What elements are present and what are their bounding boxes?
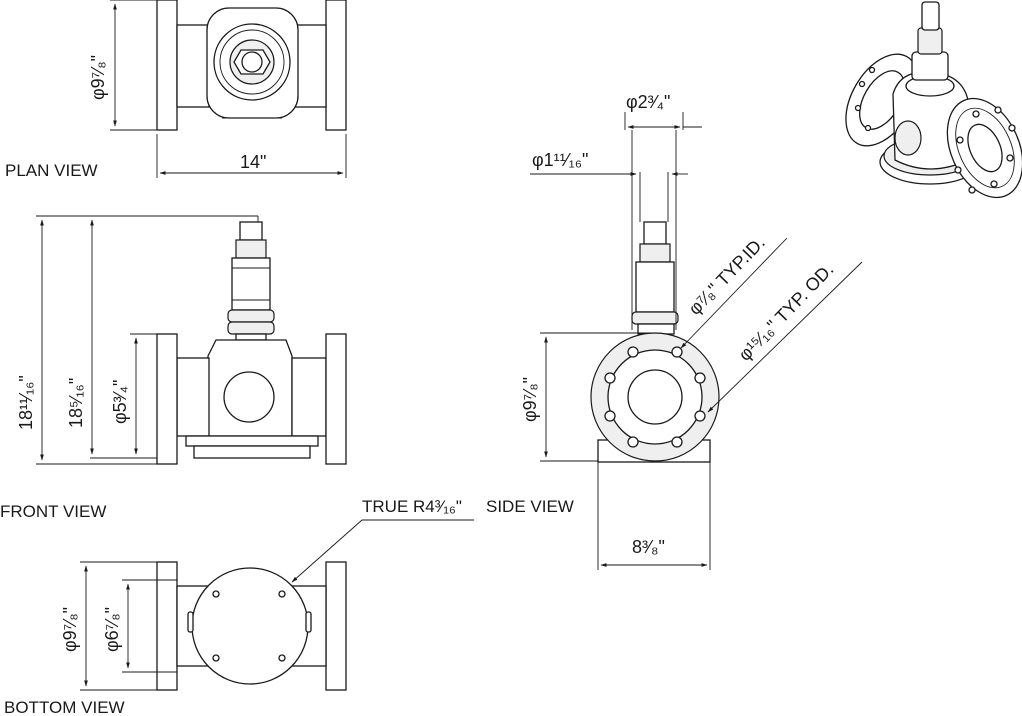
- bottom-view: [156, 561, 347, 691]
- side-dimensions: [530, 112, 863, 570]
- bottom-flange-diameter-label: φ9⁷⁄₈": [60, 607, 80, 652]
- front-port-diameter-label: φ5³⁄₄": [110, 380, 130, 424]
- bottom-plate-diameter-label: φ6⁷⁄₈": [102, 607, 122, 652]
- side-view-label: SIDE VIEW: [486, 497, 574, 516]
- side-stem-diameter-label: φ1¹¹⁄₁₆": [532, 150, 588, 170]
- front-dimensions: [36, 215, 157, 465]
- bottom-dimensions: [80, 519, 474, 691]
- plan-diameter-label: φ9⁷⁄₈": [88, 55, 108, 100]
- front-view: [90, 215, 347, 465]
- plan-dimensions: [110, 0, 347, 178]
- plan-length-label: 14": [240, 152, 266, 172]
- bottom-view-label: BOTTOM VIEW: [4, 698, 125, 716]
- plan-view-label: PLAN VIEW: [5, 161, 98, 180]
- isometric-view: [845, 1, 1022, 199]
- front-body-height-label: 18⁵⁄₁₆": [66, 378, 86, 428]
- side-view: [590, 172, 720, 463]
- front-total-height-label: 18¹¹⁄₁₆": [16, 375, 36, 430]
- side-bolt-id-label: φ⁷⁄₈" TYP.ID.: [684, 232, 768, 318]
- side-base-width-label: 8³⁄₈": [632, 537, 665, 557]
- side-bolt-od-label: φ¹⁵⁄₁₆" TYP. OD.: [734, 259, 837, 365]
- side-top-diameter-label: φ2³⁄₄": [626, 92, 670, 112]
- true-radius-label: TRUE R4³⁄₁₆": [362, 497, 462, 516]
- front-view-label: FRONT VIEW: [0, 502, 106, 521]
- side-flange-diameter-label: φ9⁷⁄₈": [520, 377, 540, 422]
- plan-view: [156, 0, 347, 131]
